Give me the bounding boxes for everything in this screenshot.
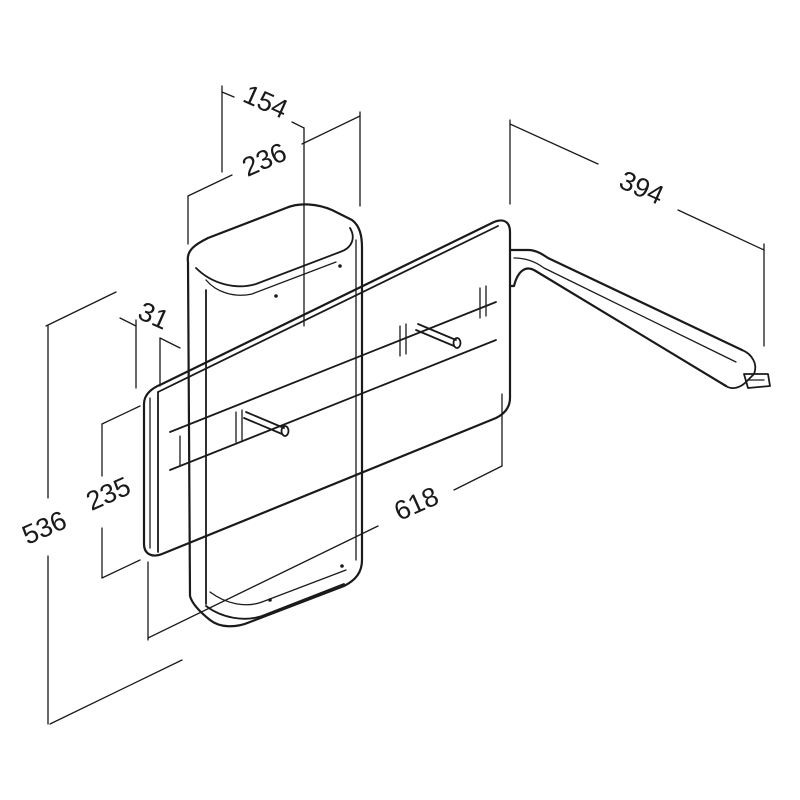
arm-end-cap [725,349,757,389]
screw-dot [338,264,342,268]
dim-label-31: 31 [134,296,174,336]
rail-slot [399,323,407,357]
dim-536-ext-bottom [49,659,183,725]
arm-end-tip [743,373,771,389]
backrest-board [142,219,512,557]
dim-536-ext-top [45,291,117,327]
screw-dot [268,598,272,602]
upper-rail [169,301,497,433]
dim-154-line [221,91,305,129]
dim-label-618: 618 [390,481,443,527]
board-top-edge [157,225,499,393]
dim-235-ext-top [101,405,141,425]
dim-618-line [147,465,503,639]
rail-slot [479,285,487,319]
screw-dot [340,564,344,568]
dimension-lines [45,85,765,725]
dim-label-394: 394 [615,165,668,211]
wall-bracket-bottom-face [205,583,345,620]
wall-bracket-top-face [195,227,354,288]
dim-31-line [119,317,181,349]
wall-bracket-bottom-inner [209,569,347,606]
rail-assembly [169,285,497,471]
arm-upper-edge [508,248,744,352]
lower-rail [169,339,497,471]
arm-lower-edge [508,267,728,388]
peg-right [415,323,462,349]
dim-label-236: 236 [238,137,291,183]
wall-bracket-outline [186,203,364,628]
dim-235-ext-bottom [101,559,141,579]
dim-label-235: 235 [82,471,135,517]
support-arm [508,248,771,389]
rail-slot [235,409,243,443]
arm-inner-edge [513,257,737,363]
screw-dot [274,294,278,298]
dim-label-154: 154 [239,79,292,125]
dim-236-line [187,115,361,197]
dim-394-line [509,123,765,251]
peg-left [243,411,290,437]
wall-bracket [186,203,364,628]
dim-label-536: 536 [18,505,71,551]
board-outline [142,219,512,557]
wall-bracket-top-inner [205,261,337,296]
